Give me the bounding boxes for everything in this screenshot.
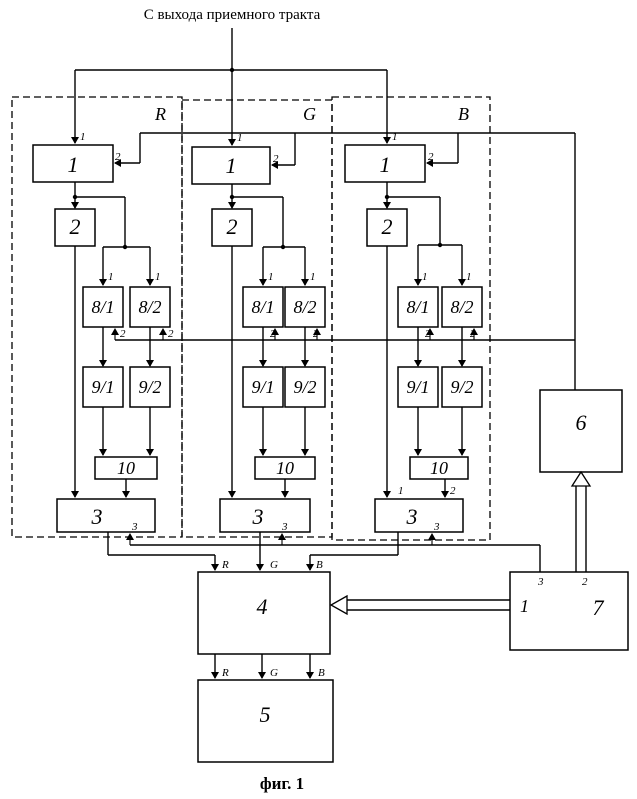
- svg-text:3: 3: [537, 576, 544, 588]
- svg-text:1: 1: [268, 271, 274, 283]
- b-block-9-1-label: 9/1: [406, 377, 429, 397]
- svg-text:1: 1: [155, 271, 161, 283]
- b-block-1-label: 1: [380, 152, 391, 177]
- g-block-10-label: 10: [276, 458, 294, 478]
- figure-caption: фиг. 1: [260, 774, 304, 793]
- svg-text:3: 3: [131, 521, 138, 533]
- r-block-9-1-label: 9/1: [91, 377, 114, 397]
- b-block-3-label: 3: [406, 504, 418, 529]
- channel-g-label: G: [303, 104, 316, 124]
- svg-text:2: 2: [428, 151, 434, 163]
- block-5-label: 5: [260, 702, 271, 727]
- svg-text:B: B: [318, 667, 325, 679]
- r-block-3: [57, 499, 155, 532]
- svg-text:2: 2: [450, 485, 456, 497]
- svg-text:1: 1: [108, 271, 114, 283]
- g-block-3: [220, 499, 310, 532]
- b-block-2-label: 2: [382, 214, 393, 239]
- svg-text:B: B: [316, 559, 323, 571]
- channel-b: 1 1 2 2 1 1 8/1 8/2 2 2 9/1 9/2 10 1: [345, 131, 482, 533]
- svg-text:2: 2: [120, 328, 126, 340]
- r-block-9-2-label: 9/2: [138, 377, 161, 397]
- svg-text:1: 1: [398, 485, 404, 497]
- r-block-1-port2: 2: [115, 151, 121, 163]
- channel-g: 1 1 2 2 1 1 8/1 8/2 2 2 9/1 9/2 10: [192, 132, 325, 533]
- g-block-9-2-label: 9/2: [293, 377, 316, 397]
- svg-text:R: R: [221, 559, 229, 571]
- b-block-9-2-label: 9/2: [450, 377, 473, 397]
- g-block-9-1-label: 9/1: [251, 377, 274, 397]
- svg-text:1: 1: [466, 271, 472, 283]
- r-block-2-label: 2: [70, 214, 81, 239]
- block-7-label: 7: [593, 595, 605, 620]
- svg-text:2: 2: [273, 153, 279, 165]
- b-block-3: [375, 499, 463, 532]
- channel-b-label: B: [458, 104, 469, 124]
- r-block-10-label: 10: [117, 458, 135, 478]
- svg-text:2: 2: [470, 328, 476, 340]
- svg-text:1: 1: [237, 132, 243, 144]
- svg-text:1: 1: [422, 271, 428, 283]
- g-block-8-1-label: 8/1: [251, 297, 274, 317]
- svg-text:1: 1: [520, 596, 529, 616]
- g-block-2-label: 2: [227, 214, 238, 239]
- b-block-10-label: 10: [430, 458, 448, 478]
- svg-text:G: G: [270, 559, 278, 571]
- svg-text:G: G: [270, 667, 278, 679]
- r-block-8-1-label: 8/1: [91, 297, 114, 317]
- channel-r-label: R: [154, 104, 166, 124]
- r-block-1-port1: 1: [80, 131, 86, 143]
- block-4-label: 4: [257, 594, 268, 619]
- r-block-3-label: 3: [91, 504, 103, 529]
- r-block-1-label: 1: [68, 152, 79, 177]
- svg-text:3: 3: [433, 521, 440, 533]
- svg-text:1: 1: [310, 271, 316, 283]
- svg-text:2: 2: [582, 576, 588, 588]
- b-block-8-1-label: 8/1: [406, 297, 429, 317]
- input-label: С выхода приемного тракта: [144, 7, 321, 23]
- r-block-8-2-label: 8/2: [138, 297, 161, 317]
- g-block-1-label: 1: [226, 153, 237, 178]
- g-block-3-label: 3: [252, 504, 264, 529]
- b-block-8-2-label: 8/2: [450, 297, 473, 317]
- g-block-8-2-label: 8/2: [293, 297, 316, 317]
- svg-text:R: R: [221, 667, 229, 679]
- svg-text:3: 3: [281, 521, 288, 533]
- block-6-label: 6: [576, 410, 587, 435]
- svg-text:2: 2: [313, 328, 319, 340]
- channel-r: 1 1 2 2 1 1 8/1 8/2 2 2 9/1 9/2 10: [33, 131, 174, 533]
- svg-text:2: 2: [168, 328, 174, 340]
